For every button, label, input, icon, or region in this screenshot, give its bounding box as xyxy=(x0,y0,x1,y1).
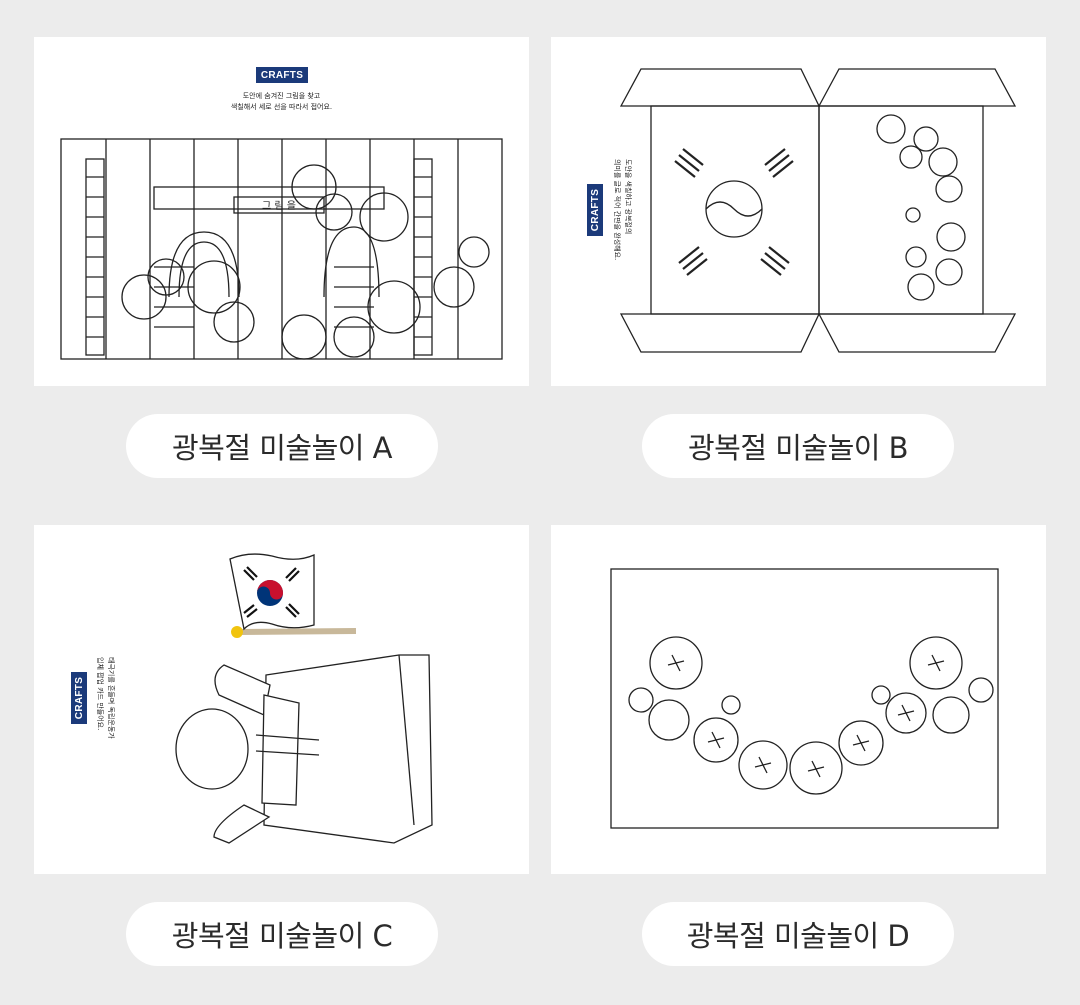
rose-of-sharon-frame-illustration xyxy=(610,568,999,829)
independence-fighter-popup-illustration xyxy=(175,553,433,844)
craft-label-c[interactable]: 광복절 미술놀이 C xyxy=(126,902,438,966)
craft-label-b[interactable]: 광복절 미술놀이 B xyxy=(642,414,954,478)
card-caption: 도안에 숨겨진 그림을 찾고 색칠해서 세로 선을 따라서 접어요. xyxy=(230,92,333,111)
craft-label-d[interactable]: 광복절 미술놀이 D xyxy=(642,902,954,966)
craft-card-d[interactable] xyxy=(551,525,1046,874)
signboard-net-illustration xyxy=(619,68,1017,353)
hidden-picture-fold-illustration xyxy=(60,138,503,360)
craft-card-c[interactable]: CRAFTS 태극기를 흔들며 독립운동가 입체 팝업 카드 만들어요. xyxy=(34,525,529,874)
craft-card-b[interactable]: CRAFTS 도안을 색칠하고 광복절의 의미를 글로 적어 간판을 완성해요. xyxy=(551,37,1046,386)
craft-label-a[interactable]: 광복절 미술놀이 A xyxy=(126,414,438,478)
gate-sign-text: 그 림 을 xyxy=(262,201,296,212)
craft-card-a[interactable]: CRAFTS 도안에 숨겨진 그림을 찾고 색칠해서 세로 선을 따라서 접어요… xyxy=(34,37,529,386)
crafts-badge: CRAFTS xyxy=(256,67,308,83)
